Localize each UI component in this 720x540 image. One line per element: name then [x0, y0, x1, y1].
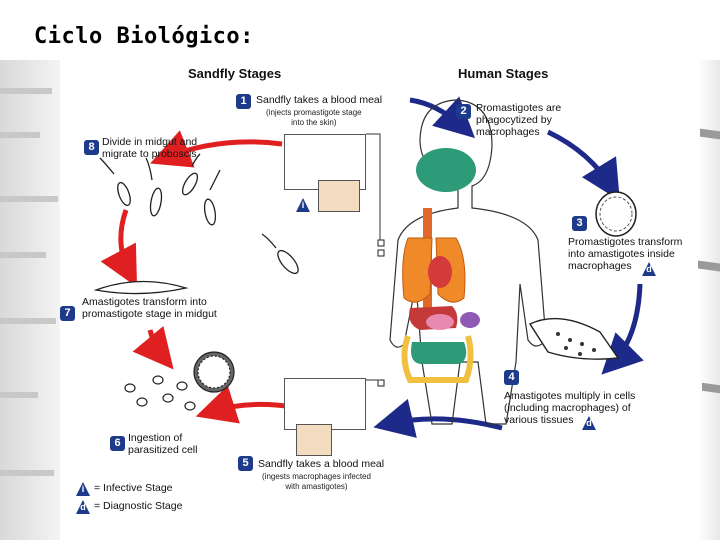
left-lung — [402, 237, 433, 303]
slide-stripe — [0, 252, 46, 258]
slide-stripe — [0, 132, 40, 138]
parasitized-cells — [124, 351, 235, 411]
brain — [416, 148, 476, 192]
arrow-3-to-4 — [601, 283, 644, 375]
cycle-artwork — [93, 96, 644, 438]
large-intestine — [401, 334, 474, 383]
spleen — [460, 312, 480, 328]
slide-left-panel — [0, 60, 60, 540]
node-mark — [377, 239, 385, 247]
arrow-5-to-6 — [195, 385, 293, 424]
step-5-subtext: (ingests macrophages infected with amast… — [262, 472, 371, 491]
promastigotes — [99, 153, 299, 275]
step-number-3: 3 — [572, 216, 587, 231]
step-1-subtext: (injects promastigote stage into the ski… — [266, 108, 362, 127]
node-mark — [377, 249, 385, 257]
stomach — [426, 314, 454, 330]
legend-infective-text: = Infective Stage — [94, 482, 173, 494]
slide-stripe — [0, 88, 52, 94]
step-number-5: 5 — [238, 456, 253, 471]
step-2-text: Promastigotes are phagocytized by macrop… — [476, 102, 562, 138]
midgut-promastigote — [93, 280, 189, 295]
step-7-text: Amastigotes transform into promastigote … — [82, 296, 217, 320]
step-3-text: Promastigotes transform into amastigotes… — [568, 236, 683, 272]
injected-promastigotes-inset — [318, 180, 360, 212]
slide-right-panel — [698, 60, 720, 540]
macrophage-with-amastigotes — [595, 191, 637, 237]
leishmania-life-cycle-diagram: Sandfly Stages Human Stages 1 Sandfly ta… — [60, 62, 698, 520]
slide-stripe — [0, 470, 54, 476]
arrow-1-to-2 — [409, 96, 476, 139]
arrow-1-to-8 — [150, 130, 283, 168]
arrow-2-to-3 — [546, 129, 620, 201]
arrow-8-to-7 — [100, 209, 138, 288]
bite-panel-5 — [284, 378, 366, 430]
slide-stripe — [0, 392, 38, 398]
human-stages-header: Human Stages — [458, 66, 549, 81]
slide-stripe — [0, 318, 56, 324]
amastigote-dots — [556, 332, 596, 356]
small-intestine — [411, 342, 467, 364]
infected-tissue-cells — [528, 317, 620, 360]
slide-title: Ciclo Biológico: — [34, 24, 254, 49]
step-4-text: Amastigotes multiply in cells (including… — [504, 390, 636, 426]
step-number-2: 2 — [456, 104, 471, 119]
step-6-text: Ingestion of parasitized cell — [128, 432, 198, 456]
arrow-4-to-5 — [373, 398, 503, 438]
callout-line — [366, 133, 381, 240]
step-number-4: 4 — [504, 370, 519, 385]
step-number-6: 6 — [110, 436, 125, 451]
step-1-text: Sandfly takes a blood meal — [256, 94, 383, 106]
node-mark — [377, 379, 385, 387]
slide-stripe — [0, 196, 58, 202]
arrow-7-to-6 — [132, 325, 174, 370]
step-8-text: Divide in midgut and migrate to probosci… — [102, 136, 198, 160]
step-5-text: Sandfly takes a blood meal — [258, 458, 385, 470]
legend-diagnostic-text: = Diagnostic Stage — [94, 500, 183, 512]
step-number-8: 8 — [84, 140, 99, 155]
step-number-1: 1 — [236, 94, 251, 109]
heart — [428, 256, 452, 288]
sandfly-stages-header: Sandfly Stages — [188, 66, 282, 81]
ingested-macrophages-inset — [296, 424, 332, 456]
step-number-7: 7 — [60, 306, 75, 321]
